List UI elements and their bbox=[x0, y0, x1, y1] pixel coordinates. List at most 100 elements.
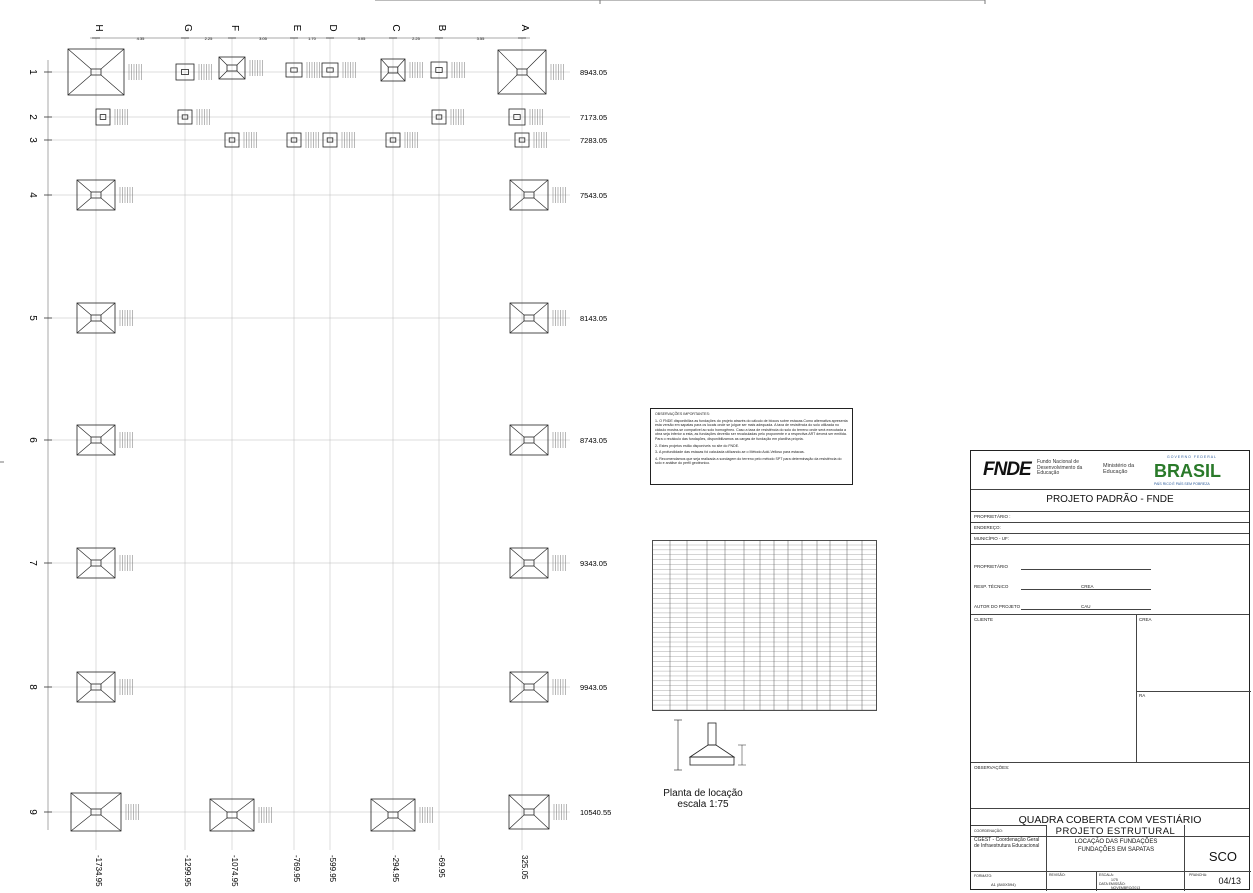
label-coordination: COORDENAÇÃO: bbox=[974, 829, 1003, 833]
label-ra: RA bbox=[1139, 693, 1146, 698]
observations-box: OBSERVAÇÕES IMPORTANTES: 1- O FNDE dispo… bbox=[650, 408, 853, 485]
label-revisao: REVISÃO: bbox=[1049, 873, 1066, 877]
footing bbox=[76, 671, 133, 703]
brasil-logo: BRASIL bbox=[1154, 461, 1244, 483]
label-crea-2: CREA bbox=[1139, 617, 1152, 622]
observation-item: 3- A profundidade das estacas foi calcul… bbox=[655, 450, 805, 455]
bottom-coordinate-label: -769.95 bbox=[292, 855, 301, 883]
project-subtitle: PROJETO ESTRUTURAL bbox=[1055, 826, 1176, 837]
column-label: A bbox=[519, 25, 530, 32]
formato: A1 (840X594) bbox=[991, 882, 1016, 887]
sheet-number: 04/13 bbox=[1218, 876, 1241, 886]
label-cau: CAU bbox=[1081, 604, 1091, 609]
brasil-top: GOVERNO FEDERAL bbox=[1167, 455, 1218, 459]
column-grid-lines bbox=[90, 37, 530, 850]
label-observacoes: OBSERVAÇÕES: bbox=[974, 765, 1010, 770]
bottom-coordinate-label: 325.05 bbox=[520, 855, 529, 880]
footing bbox=[322, 132, 355, 148]
footing bbox=[76, 179, 133, 211]
bottom-coordinate-label: -599.95 bbox=[328, 855, 337, 883]
observations-title: OBSERVAÇÕES IMPORTANTES: bbox=[655, 412, 710, 416]
row-label: 8 bbox=[27, 684, 38, 690]
row-elevation-label: 7283.05 bbox=[580, 136, 607, 145]
brasil-slogan: PAÍS RICO É PAÍS SEM POBREZA bbox=[1154, 482, 1210, 486]
row-elevation-label: 9943.05 bbox=[580, 683, 607, 692]
row-label: 1 bbox=[27, 69, 38, 75]
column-spacing-label: 4.35 bbox=[137, 36, 146, 41]
column-label: C bbox=[390, 24, 401, 31]
plan-caption-title: Planta de locação bbox=[663, 788, 743, 799]
footing bbox=[286, 132, 319, 148]
row-elevation-label: 9343.05 bbox=[580, 559, 607, 568]
row-label: 5 bbox=[27, 315, 38, 321]
data: NOVEMBRO/2013 bbox=[1111, 886, 1141, 890]
column-label: B bbox=[436, 25, 447, 32]
footing bbox=[430, 61, 465, 79]
column-label: F bbox=[229, 25, 240, 31]
footing bbox=[509, 547, 566, 579]
footing bbox=[70, 792, 139, 832]
footing bbox=[509, 179, 566, 211]
footing bbox=[509, 302, 566, 334]
row-label: 7 bbox=[27, 560, 38, 566]
column-spacing-label: 2.25 bbox=[205, 36, 214, 41]
footing bbox=[76, 547, 133, 579]
row-grid-lines bbox=[47, 60, 570, 830]
field-proprietario: PROPRIETÁRIO : bbox=[974, 514, 1011, 519]
footing-section-detail bbox=[674, 719, 746, 771]
label-proprietario: PROPRIETÁRIO bbox=[974, 564, 1009, 569]
column-label: G bbox=[182, 24, 193, 32]
title-block: FNDE Fundo Nacional de Desenvolvimento d… bbox=[970, 450, 1251, 891]
footing bbox=[177, 109, 210, 125]
observation-item: 1- O FNDE disponibiliza as fundações do … bbox=[655, 418, 848, 441]
row-label: 9 bbox=[27, 809, 38, 815]
footing bbox=[175, 63, 212, 81]
title-block-header: PROJETO PADRÃO - FNDE bbox=[1046, 494, 1174, 505]
label-formato: FORMATO: bbox=[974, 874, 993, 878]
footing bbox=[76, 302, 133, 334]
column-spacing-label: 3.05 bbox=[358, 36, 367, 41]
coordination: CGEST - Coordenação Geral de Infraestrut… bbox=[974, 837, 1040, 849]
footing bbox=[431, 109, 464, 125]
fnde-name: Fundo Nacional de Desenvolvimento da Edu… bbox=[1037, 459, 1083, 476]
observation-item: 4- Recomendamos que seja realizada a son… bbox=[655, 456, 842, 466]
plan-caption: Planta de locação escala 1:75 bbox=[648, 788, 758, 810]
column-label: D bbox=[327, 24, 338, 31]
row-elevation-label: 7173.05 bbox=[580, 113, 607, 122]
drawing-title-2: FUNDAÇÕES EM SAPATAS bbox=[1077, 847, 1155, 853]
column-label: E bbox=[291, 25, 302, 32]
bottom-coordinate-label: -294.95 bbox=[391, 855, 400, 883]
load-table bbox=[652, 540, 877, 711]
row-elevation-label: 8743.05 bbox=[580, 436, 607, 445]
footing bbox=[509, 424, 566, 456]
column-spacing-label: 1.70 bbox=[308, 36, 317, 41]
bottom-coordinate-label: -1299.95 bbox=[183, 855, 192, 887]
column-label: H bbox=[93, 24, 104, 31]
column-spacing-label: 3.55 bbox=[477, 36, 486, 41]
escala: 1/75 bbox=[1111, 878, 1118, 882]
row-label: 3 bbox=[27, 137, 38, 143]
footing bbox=[95, 108, 128, 126]
row-elevation-label: 8143.05 bbox=[580, 314, 607, 323]
row-label: 2 bbox=[27, 114, 38, 120]
observation-item: 2- Estes projetos estão disponíveis no s… bbox=[655, 443, 740, 448]
discipline-code: SCO bbox=[1208, 849, 1237, 864]
row-elevation-label: 8943.05 bbox=[580, 68, 607, 77]
footing bbox=[218, 56, 263, 80]
footing bbox=[209, 798, 272, 832]
footing bbox=[514, 132, 547, 148]
bottom-coordinate-label: -1734.95 bbox=[94, 855, 103, 887]
plan-caption-scale: escala 1:75 bbox=[677, 799, 729, 810]
label-resp-tecnico: RESP. TÉCNICO bbox=[974, 584, 1009, 589]
row-label: 4 bbox=[27, 192, 38, 198]
drawing-title-1: LOCAÇÃO DAS FUNDAÇÕES bbox=[1074, 839, 1158, 845]
drawing-title: LOCAÇÃO DAS FUNDAÇÕES FUNDAÇÕES EM SAPAT… bbox=[1051, 838, 1181, 854]
field-municipio: MUNICÍPIO - UF: bbox=[974, 536, 1009, 541]
column-spacing-label: 2.25 bbox=[412, 36, 421, 41]
footing bbox=[321, 62, 356, 78]
footing bbox=[224, 132, 257, 148]
row-label: 6 bbox=[27, 437, 38, 443]
footing bbox=[385, 132, 418, 148]
row-elevation-label: 7543.05 bbox=[580, 191, 607, 200]
footing bbox=[285, 62, 320, 78]
